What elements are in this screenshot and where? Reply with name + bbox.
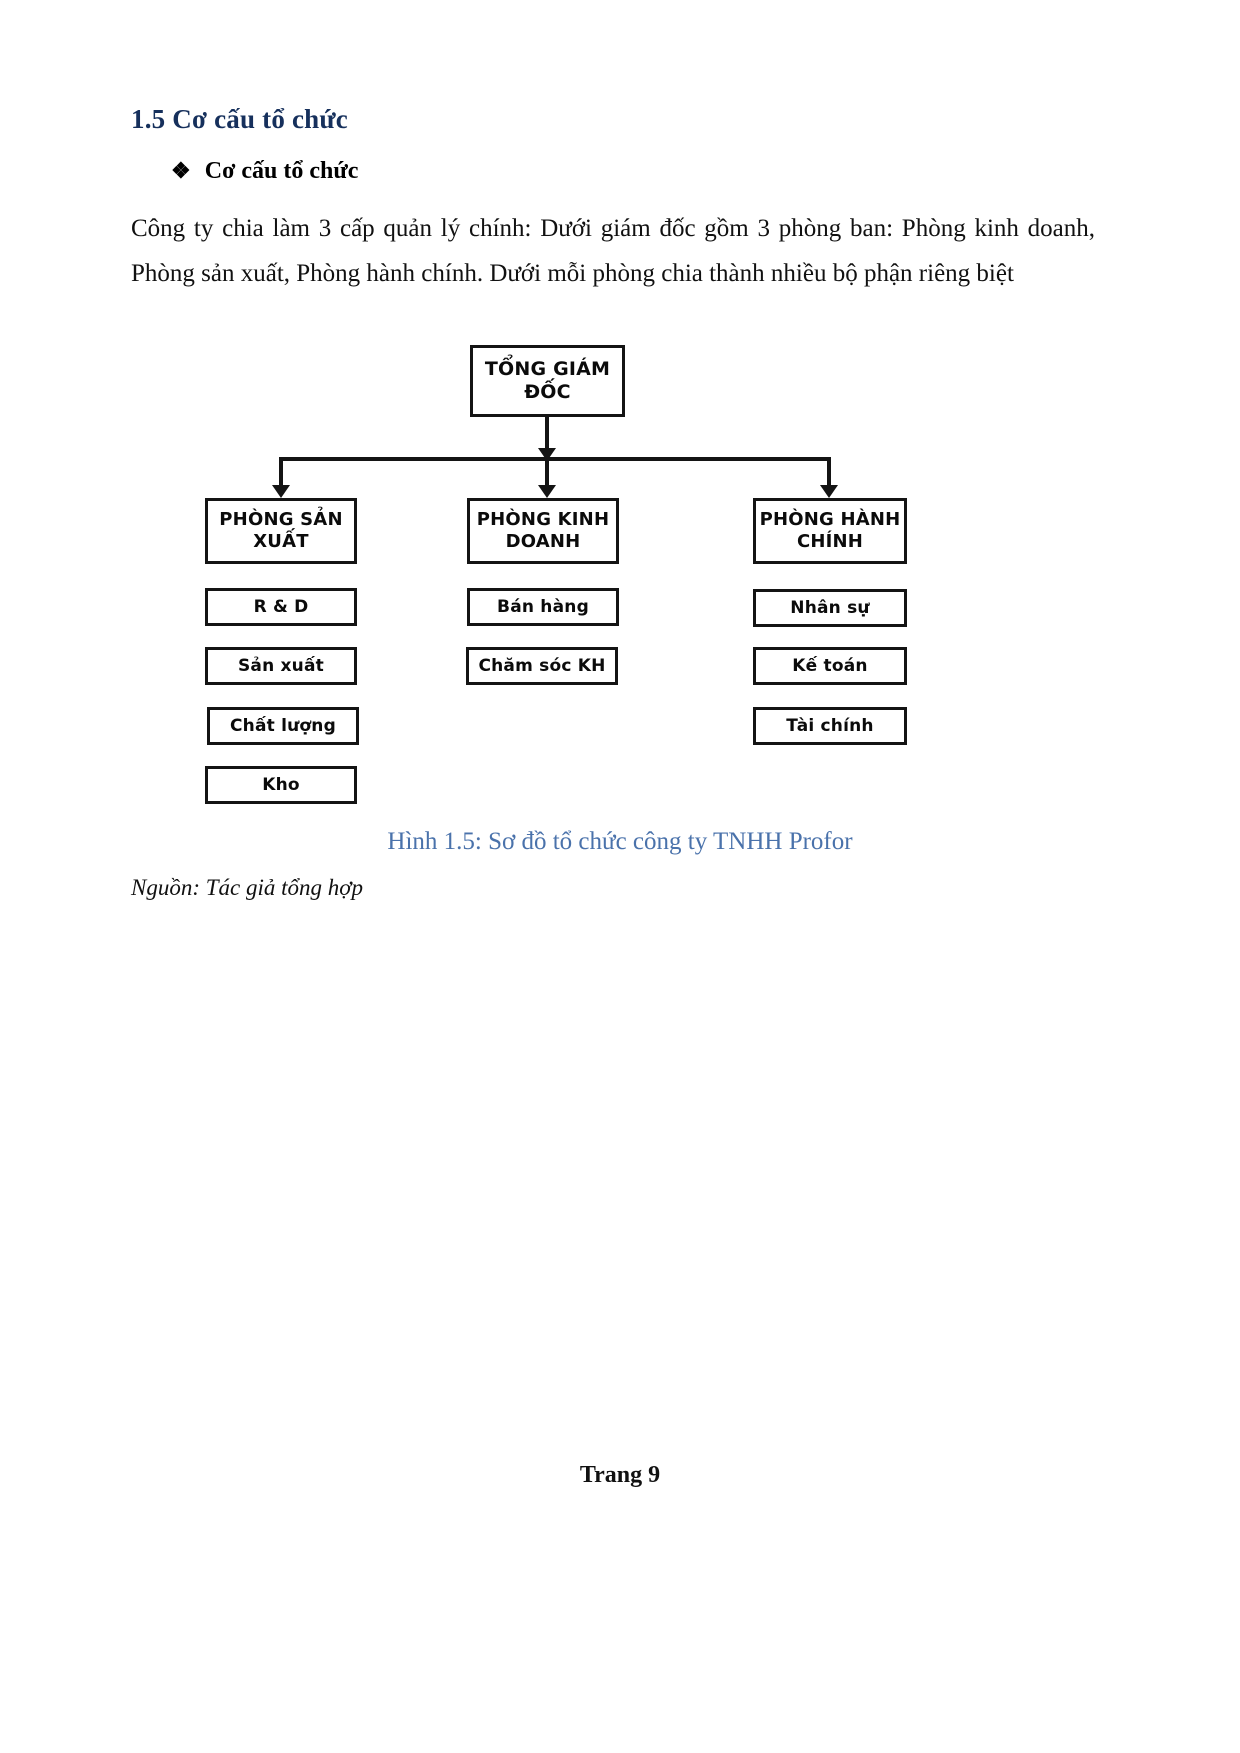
connector-left-arrowhead [272,485,290,498]
page-footer: Trang 9 [579,1462,661,1488]
org-node-unit-0-3: Kho [205,766,357,804]
org-node-unit-2-2: Tài chính [753,707,907,745]
org-node-unit-0-0: R & D [205,588,357,626]
connector-horizontal-bus [281,457,829,461]
org-node-unit-2-1: Kế toán [753,647,907,685]
bullet-heading: ❖ Cơ cấu tổ chức [171,158,358,185]
connector-right-drop [827,457,831,492]
org-node-unit-2-0: Nhân sự [753,589,907,627]
org-node-unit-0-1: Sản xuất [205,647,357,685]
connector-center-arrowhead [538,485,556,498]
figure-caption: Hình 1.5: Sơ đồ tổ chức công ty TNHH Pro… [387,828,853,855]
body-paragraph: Công ty chia làm 3 cấp quản lý chính: Dư… [131,215,1095,287]
connector-right-arrowhead [820,485,838,498]
org-node-department-1: PHÒNG KINH DOANH [467,498,619,564]
figure-source-note: Nguồn: Tác giả tổng hợp [131,875,364,900]
org-node-unit-1-0: Bán hàng [467,588,619,626]
org-node-department-2: PHÒNG HÀNH CHÍNH [753,498,907,564]
bullet-heading-label: Cơ cấu tổ chức [204,158,359,184]
org-node-department-0: PHÒNG SẢN XUẤT [205,498,357,564]
connector-root-vertical [545,417,549,454]
diamond-bullet-icon: ❖ [171,158,191,183]
connector-left-drop [279,457,283,492]
section-heading: 1.5 Cơ cấu tổ chức [131,104,348,134]
org-node-root: TỔNG GIÁM ĐỐC [470,345,625,417]
connector-center-drop [545,457,549,492]
org-chart: TỔNG GIÁM ĐỐC PHÒNG SẢN XUẤT R & D Sản x… [0,330,1240,820]
org-node-unit-1-1: Chăm sóc KH [466,647,618,685]
org-node-unit-0-2: Chất lượng [207,707,359,745]
